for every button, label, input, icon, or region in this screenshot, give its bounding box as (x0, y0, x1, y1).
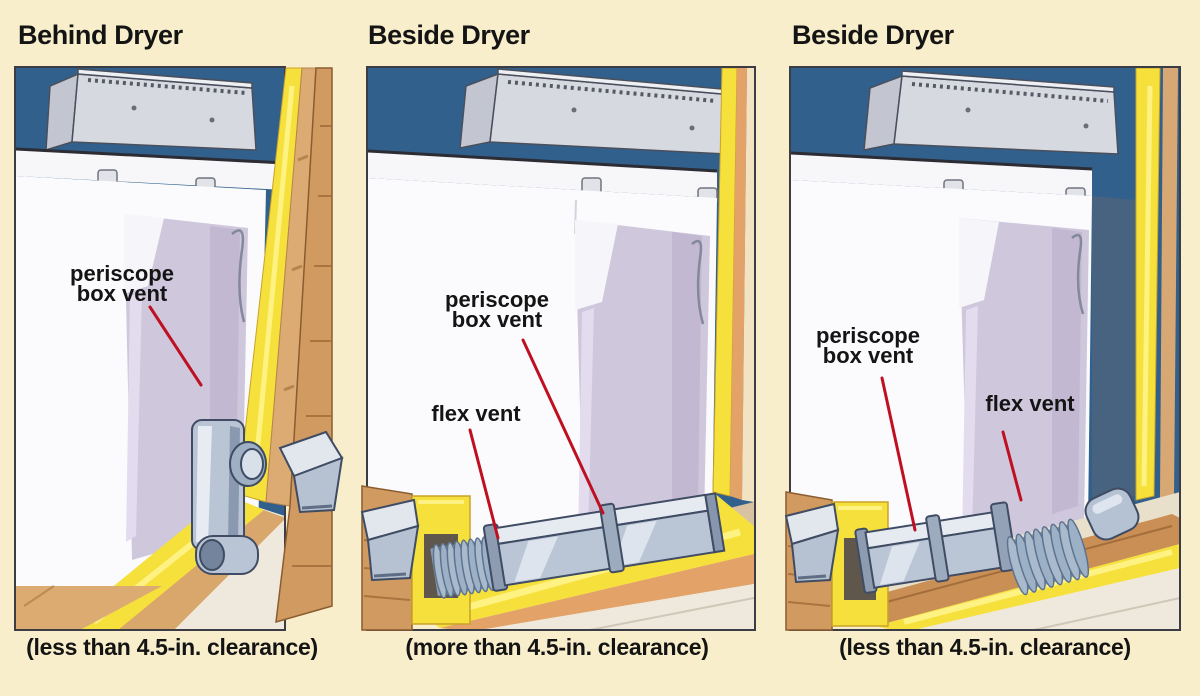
periscope-box-vent (482, 492, 726, 592)
label-line: box vent (451, 307, 543, 332)
illustration-behind-dryer (14, 66, 344, 631)
leader-line-flex (1001, 430, 1023, 502)
label-line: box vent (822, 343, 914, 368)
panel-border (789, 66, 1181, 631)
wall-insulation-right (712, 67, 754, 502)
dryer-back-panel (575, 220, 710, 558)
illustration-beside-dryer-short (784, 66, 1181, 631)
panel-title: Behind Dryer (18, 20, 183, 50)
panel-border (366, 66, 756, 631)
panel-beside-dryer-short: Beside Dryer (784, 0, 1188, 696)
periscope-box-vent (854, 501, 1018, 594)
panel-beside-dryer-long: Beside Dryer (360, 0, 760, 696)
flex-vent-elbow (1084, 487, 1140, 541)
label-flex-vent: flex vent (431, 401, 521, 426)
label-line: periscope (445, 287, 549, 312)
leader-line-periscope (521, 338, 605, 515)
dryer-cord (691, 239, 705, 325)
label-periscope-box-vent: periscope box vent (816, 323, 920, 368)
leader-line-periscope (148, 305, 203, 387)
dryer-console (45, 68, 257, 152)
label-line: flex vent (431, 401, 521, 426)
dryer-top-band (15, 147, 285, 194)
panel-behind-dryer: Behind Dryer (14, 0, 360, 696)
panel-title: Beside Dryer (368, 20, 530, 50)
periscope-box-vent (191, 419, 267, 575)
leader-line-periscope (880, 376, 917, 532)
label-line: periscope (816, 323, 920, 348)
exterior-vent-hood (278, 430, 344, 514)
dryer-console (863, 70, 1119, 155)
exterior-vent-hood (784, 502, 840, 584)
caption: (more than 4.5-in. clearance) (405, 634, 709, 660)
dryer-back-panel (959, 218, 1089, 558)
label-line: flex vent (985, 391, 1075, 416)
label-flex-vent: flex vent (985, 391, 1075, 416)
flex-vent (430, 536, 500, 599)
leader-line-flex (468, 428, 500, 540)
duct-assembly (430, 492, 726, 599)
dryer-cord (1071, 233, 1085, 315)
caption: (less than 4.5-in. clearance) (26, 634, 318, 660)
label-line: box vent (76, 281, 168, 306)
dryer-cord (231, 229, 246, 323)
exterior-vent-hood (360, 498, 420, 582)
flex-vent (1006, 518, 1090, 596)
dryer-top-band (367, 149, 718, 204)
label-periscope-box-vent: periscope box vent (70, 261, 174, 306)
wall-insulation-right (1135, 67, 1178, 501)
caption: (less than 4.5-in. clearance) (839, 634, 1131, 660)
label-periscope-box-vent: periscope box vent (445, 287, 549, 332)
panel-title: Beside Dryer (792, 20, 954, 50)
label-line: periscope (70, 261, 174, 286)
illustration-beside-dryer-long (360, 66, 756, 631)
wall-shadow-right (1092, 196, 1136, 502)
